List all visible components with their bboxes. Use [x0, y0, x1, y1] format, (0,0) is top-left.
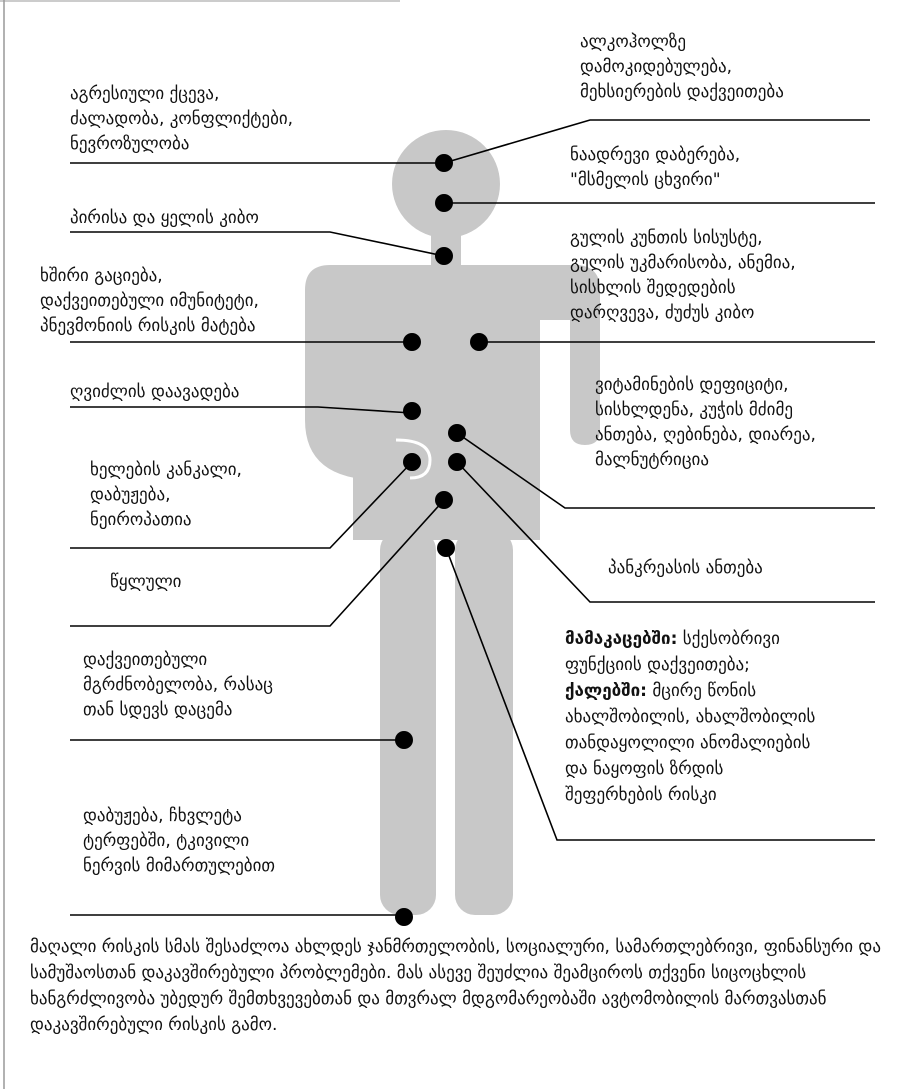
label-heart-line: სისხლის შედედების [570, 276, 796, 301]
label-alcohol-line: მეხსიერების დაქვეითება [580, 80, 784, 105]
footer-text: მაღალი რისკის სმას შესაძლოა ახლდეს ჯანმრ… [30, 934, 910, 1038]
dot-throat [435, 247, 453, 265]
dot-intestine [435, 491, 453, 509]
label-sensitivity: დაქვეითებული მგრძნობელობა, რასაც თან სდე… [83, 648, 273, 723]
label-ulcer: წყლული [110, 570, 181, 595]
label-numbness-line: ნერვის მიმართულებით [83, 854, 275, 879]
label-aggression-line: აგრესიული ქცევა, [70, 82, 293, 107]
label-alcohol-line: ალკოჰოლზე [580, 30, 784, 55]
label-numbness: დაბუჟება, ჩხვლეტა ტერფებში, ტკივილი ნერვ… [83, 804, 275, 879]
label-sexual-line: ფუნქციის დაქვეითება; [565, 652, 815, 678]
label-sexual-line: თანდაყოლილი ანომალიების [565, 730, 815, 756]
label-pancreas: პანკრეასის ანთება [608, 556, 763, 581]
label-sexual-line: შეფერხების რისკი [565, 782, 815, 808]
label-aging: ნაადრევი დაბერება, "მსმელის ცხვირი" [570, 143, 740, 193]
label-liver-line: ღვიძლის დაავადება [70, 380, 239, 405]
label-infections-line: ხშირი გაციება, [40, 264, 259, 289]
label-vitamins-line: მალნუტრიცია [595, 448, 816, 473]
label-hands: ხელების კანკალი, დაბუჟება, ნეიროპათია [90, 458, 242, 533]
label-liver: ღვიძლის დაავადება [70, 380, 239, 405]
dot-reproductive [437, 539, 455, 557]
women-heading: ქალებში: [565, 681, 647, 701]
label-vitamins-line: ანთება, ღებინება, დიარეა, [595, 423, 816, 448]
label-vitamins-line: ვიტამინების დეფიციტი, [595, 373, 816, 398]
label-numbness-line: დაბუჟება, ჩხვლეტა [83, 804, 275, 829]
men-text: სქესობრივი [677, 629, 780, 649]
dot-pancreas [448, 453, 466, 471]
label-sexual-line: ქალებში: მცირე წონის [565, 678, 815, 704]
dot-lungs [403, 333, 421, 351]
label-aggression: აგრესიული ქცევა, ძალადობა, კონფლიქტები, … [70, 82, 293, 157]
label-aggression-line: ნევროზულობა [70, 132, 293, 157]
dot-hand [403, 453, 421, 471]
label-hands-line: ნეიროპათია [90, 508, 242, 533]
dot-stomach [448, 424, 466, 442]
label-heart-line: დარღვევა, ძუძუს კიბო [570, 301, 796, 326]
label-hands-line: ხელების კანკალი, [90, 458, 242, 483]
label-aggression-line: ძალადობა, კონფლიქტები, [70, 107, 293, 132]
women-text: მცირე წონის [647, 681, 756, 701]
dot-nose [435, 194, 453, 212]
dot-heart [470, 333, 488, 351]
dot-brain [435, 154, 453, 172]
label-heart: გულის კუნთის სისუსტე, გულის უკმარისობა, … [570, 226, 796, 326]
label-infections-line: დაქვეითებული იმუნიტეტი, [40, 289, 259, 314]
dot-knee [395, 731, 413, 749]
label-alcohol-line: დამოკიდებულება, [580, 55, 784, 80]
label-sexual-line: მამაკაცებში: სქესობრივი [565, 626, 815, 652]
line-mouth [70, 232, 444, 256]
label-heart-line: გულის უკმარისობა, ანემია, [570, 251, 796, 276]
label-sensitivity-line: თან სდევს დაცემა [83, 698, 273, 723]
label-sexual-line: ახალშობილის, ახალშობილის [565, 704, 815, 730]
dot-liver [403, 402, 421, 420]
label-mouth-cancer-line: პირისა და ყელის კიბო [70, 206, 259, 231]
label-aging-line: ნაადრევი დაბერება, [570, 143, 740, 168]
label-heart-line: გულის კუნთის სისუსტე, [570, 226, 796, 251]
label-vitamins-line: სისხლდენა, კუჭის მძიმე [595, 398, 816, 423]
left-leg [380, 530, 436, 915]
label-ulcer-line: წყლული [110, 570, 181, 595]
men-heading: მამაკაცებში: [565, 629, 677, 649]
label-pancreas-line: პანკრეასის ანთება [608, 556, 763, 581]
body-silhouette [305, 130, 600, 915]
label-sensitivity-line: დაქვეითებული [83, 648, 273, 673]
label-aging-line: "მსმელის ცხვირი" [570, 168, 740, 193]
label-vitamins: ვიტამინების დეფიციტი, სისხლდენა, კუჭის მ… [595, 373, 816, 473]
label-sexual-line: და ნაყოფის ზრდის [565, 756, 815, 782]
label-mouth-cancer: პირისა და ყელის კიბო [70, 206, 259, 231]
label-sexual: მამაკაცებში: სქესობრივი ფუნქციის დაქვეით… [565, 626, 815, 808]
head [392, 130, 500, 238]
label-infections-line: პნევმონიის რისკის მატება [40, 314, 259, 339]
label-sensitivity-line: მგრძნობელობა, რასაც [83, 673, 273, 698]
label-alcohol: ალკოჰოლზე დამოკიდებულება, მეხსიერების და… [580, 30, 784, 105]
right-leg [455, 530, 513, 915]
label-hands-line: დაბუჟება, [90, 483, 242, 508]
label-numbness-line: ტერფებში, ტკივილი [83, 829, 275, 854]
label-infections: ხშირი გაციება, დაქვეითებული იმუნიტეტი, პ… [40, 264, 259, 339]
dot-foot [395, 908, 413, 926]
